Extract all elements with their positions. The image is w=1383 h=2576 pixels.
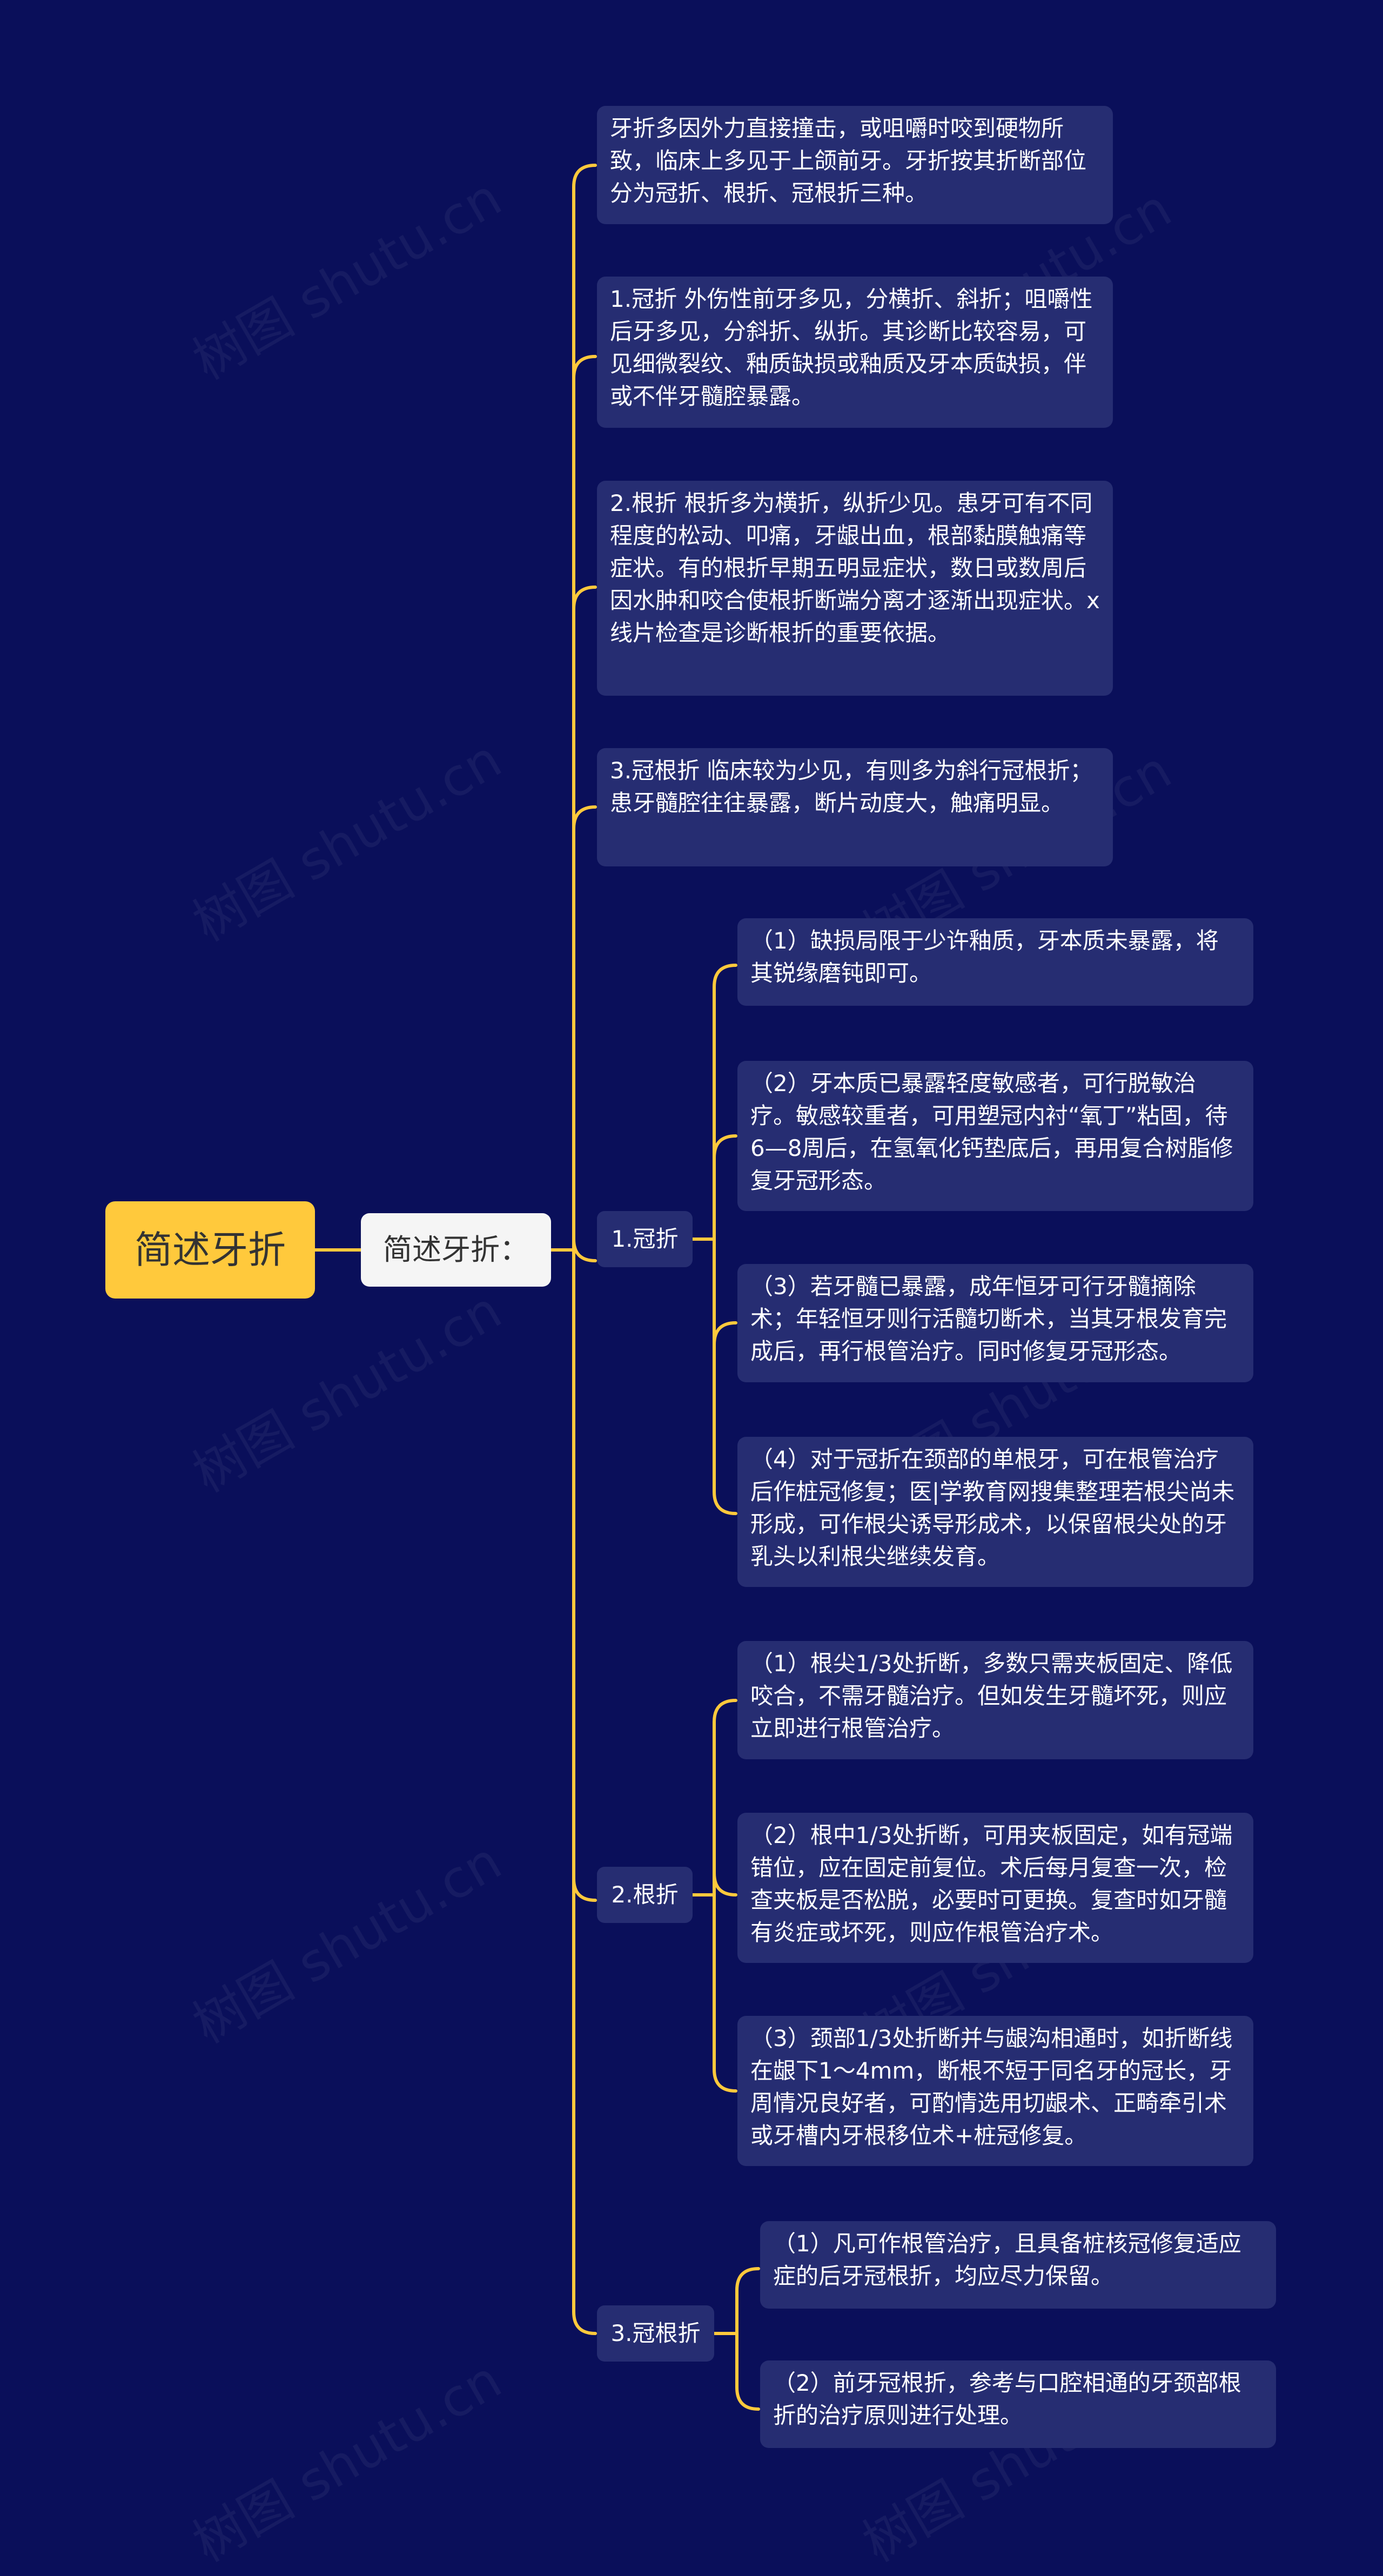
connector-b2-c2 <box>713 1872 737 1896</box>
intro-node-1[interactable]: 牙折多因外力直接撞击，或咀嚼时咬到硬物所致，临床上多见于上颌前牙。牙折按其折断部… <box>597 106 1113 224</box>
leaf-node-3-2[interactable]: （2）前牙冠根折，参考与口腔相通的牙颈部根折的治疗原则进行处理。 <box>760 2360 1276 2448</box>
connector-branch-2 <box>572 1877 597 1902</box>
connector-intro-2 <box>572 355 597 380</box>
intro-node-2[interactable]: 1.冠折 外伤性前牙多见，分横折、斜折；咀嚼性后牙多见，分斜折、纵折。其诊断比较… <box>597 277 1113 428</box>
leaf-node-1-2[interactable]: （2）牙本质已暴露轻度敏感者，可行脱敏治疗。敏感较重者，可用塑冠内衬“氧丁”粘固… <box>737 1061 1253 1211</box>
connector-intro-3 <box>572 586 597 610</box>
intro-node-3[interactable]: 2.根折 根折多为横折，纵折少见。患牙可有不同程度的松动、叩痛，牙龈出血，根部黏… <box>597 481 1113 696</box>
intro-node-4[interactable]: 3.冠根折 临床较为少见，有则多为斜行冠根折；患牙髓腔往往暴露，断片动度大，触痛… <box>597 748 1113 866</box>
leaf-node-2-3[interactable]: （3）颈部1/3处折断并与龈沟相通时，如折断线在龈下1～4mm，断根不短于同名牙… <box>737 2016 1253 2166</box>
leaf-node-2-2[interactable]: （2）根中1/3处折断，可用夹板固定，如有冠端错位，应在固定前复位。术后每月复查… <box>737 1813 1253 1963</box>
sub-node[interactable]: 简述牙折： <box>361 1213 551 1287</box>
connector-b1-c3 <box>713 1321 737 1346</box>
leaf-node-1-4[interactable]: （4）对于冠折在颈部的单根牙，可在根管治疗后作桩冠修复；医|学教育网搜集整理若根… <box>737 1437 1253 1587</box>
connector-main-spine <box>572 164 597 2335</box>
connector-b3-spine <box>713 2267 760 2411</box>
branch-node-1[interactable]: 1.冠折 <box>597 1211 693 1267</box>
branch-node-3[interactable]: 3.冠根折 <box>597 2305 714 2362</box>
connector-b1-c2 <box>713 1134 737 1159</box>
leaf-node-1-1[interactable]: （1）缺损局限于少许釉质，牙本质未暴露，将其锐缘磨钝即可。 <box>737 918 1253 1006</box>
connector-branch-1 <box>572 1237 597 1262</box>
leaf-node-3-1[interactable]: （1）凡可作根管治疗，且具备桩核冠修复适应症的后牙冠根折，均应尽力保留。 <box>760 2221 1276 2309</box>
connector-intro-4 <box>572 805 597 830</box>
connector-b1-spine <box>691 964 737 1515</box>
root-node[interactable]: 简述牙折 <box>105 1201 315 1299</box>
leaf-node-1-3[interactable]: （3）若牙髓已暴露，成年恒牙可行牙髓摘除术；年轻恒牙则行活髓切断术，当其牙根发育… <box>737 1264 1253 1382</box>
connector-b2-spine <box>691 1699 737 2093</box>
leaf-node-2-1[interactable]: （1）根尖1/3处折断，多数只需夹板固定、降低咬合，不需牙髓治疗。但如发生牙髓坏… <box>737 1641 1253 1759</box>
branch-node-2[interactable]: 2.根折 <box>597 1867 693 1923</box>
